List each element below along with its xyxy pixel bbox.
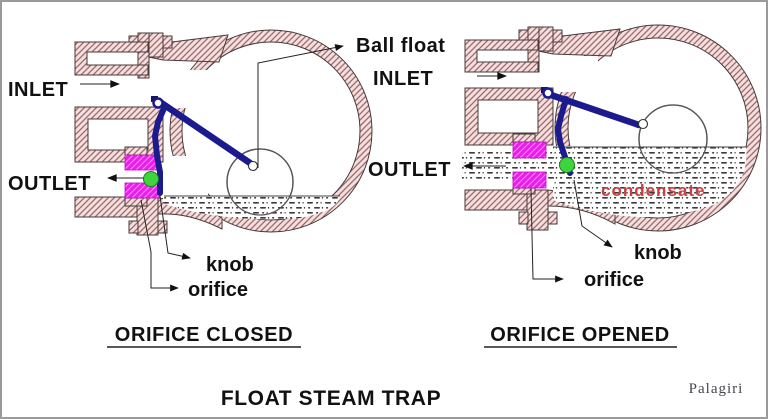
bolt-icon (518, 211, 529, 225)
inlet-bore-cut (162, 70, 208, 108)
knob-label: knob (634, 242, 682, 264)
body-window (477, 99, 539, 134)
top-flange (128, 32, 173, 79)
orifice-seat-bottom (512, 171, 547, 189)
bolt-icon (128, 220, 139, 234)
knob-ball (559, 157, 575, 173)
knob-leader (159, 195, 191, 260)
knob-ball (143, 171, 159, 187)
bolt-icon (547, 211, 558, 225)
knob-leader (573, 179, 613, 248)
caption-orifice-closed: ORIFICE CLOSED (115, 324, 293, 346)
inlet-bore-cut (552, 56, 598, 92)
inlet-flange-block (74, 41, 149, 76)
condensate-pool (163, 196, 340, 220)
ball-float-label: Ball float (356, 35, 445, 57)
condensate-label: condensate (601, 181, 705, 200)
figure-title: FLOAT STEAM TRAP (221, 387, 441, 410)
ball-float-leader (257, 44, 344, 168)
lever-pivot (152, 97, 164, 109)
bottom-flange (464, 189, 558, 231)
float-link (247, 160, 259, 172)
bolt-icon (552, 29, 563, 43)
bolt-icon (162, 35, 173, 49)
body-window (87, 118, 149, 151)
orifice-leader (140, 199, 179, 292)
knob-label: knob (206, 254, 254, 276)
bottom-flange (74, 196, 168, 236)
orifice-label: orifice (584, 269, 644, 291)
float-lever (143, 96, 259, 196)
orifice-leader (530, 188, 564, 283)
float-lever (541, 87, 649, 176)
lever-arm (156, 98, 254, 167)
inlet-flange-block (464, 39, 539, 73)
bolt-icon (157, 220, 168, 234)
valve-rod (152, 103, 168, 196)
float-link (637, 118, 649, 130)
orifice-seat-top (512, 141, 547, 159)
outlet-label: OUTLET (8, 173, 91, 195)
caption-orifice-opened: ORIFICE OPENED (490, 324, 670, 346)
outlet-bore-cut (160, 156, 208, 196)
inlet-label: INLET (8, 79, 68, 101)
lever-pivot (542, 87, 554, 99)
signature: Palagiri (689, 381, 744, 397)
trap-shell-inner (181, 41, 361, 221)
orifice-label: orifice (188, 279, 248, 301)
left-diagram-orifice-closed: INLET OUTLET knob orifice ORIFICE CLOSED (8, 29, 373, 348)
condensate-pool (553, 147, 747, 217)
outlet-label: OUTLET (368, 159, 451, 181)
lever-arm (547, 91, 643, 129)
inlet-label: INLET (373, 68, 433, 90)
right-diagram-orifice-opened: INLET OUTLET condensate knob orifice ORI… (368, 24, 762, 348)
